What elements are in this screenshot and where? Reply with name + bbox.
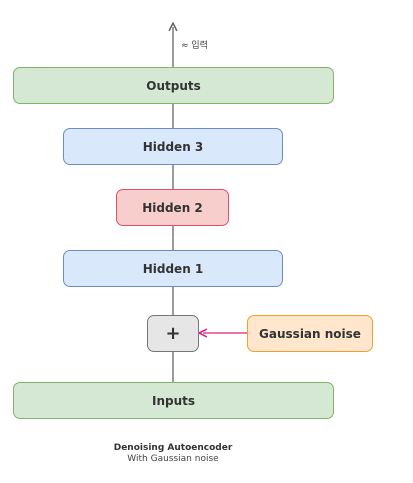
hidden2-node: Hidden 2 [116, 189, 229, 226]
add-operation-node: + [147, 315, 199, 352]
caption-subtitle: With Gaussian noise [127, 454, 219, 464]
outputs-node: Outputs [13, 67, 334, 104]
diagram-caption: Denoising Autoencoder With Gaussian nois… [73, 443, 273, 465]
hidden1-node: Hidden 1 [63, 250, 283, 287]
hidden1-label: Hidden 1 [142, 261, 204, 276]
gaussian-noise-node: Gaussian noise [247, 315, 373, 352]
hidden2-label: Hidden 2 [142, 200, 203, 215]
plus-icon: + [165, 323, 181, 344]
hidden3-label: Hidden 3 [142, 139, 204, 154]
output-annotation: ≈ 입력 [181, 41, 208, 51]
inputs-node: Inputs [13, 382, 334, 419]
inputs-label: Inputs [151, 393, 196, 408]
noise-label: Gaussian noise [259, 326, 361, 341]
caption-title: Denoising Autoencoder [113, 443, 233, 453]
outputs-label: Outputs [146, 78, 201, 93]
hidden3-node: Hidden 3 [63, 128, 283, 165]
